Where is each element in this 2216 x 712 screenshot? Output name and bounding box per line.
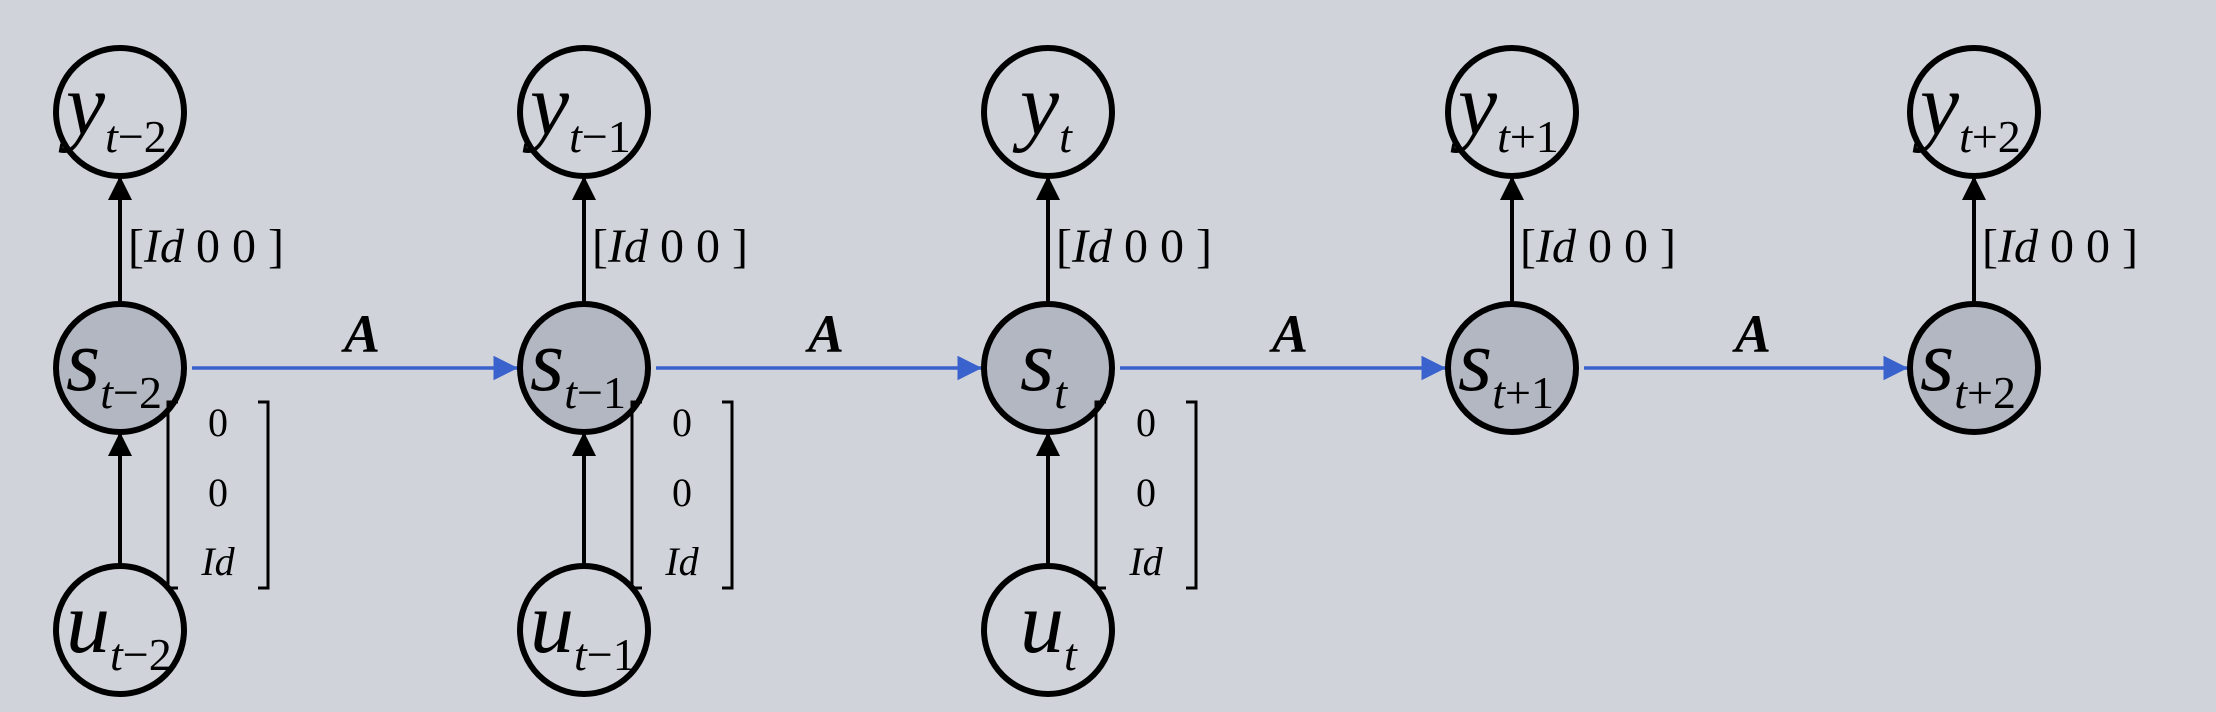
output-node-y-t-minus-2: yt−2 [53,45,187,179]
output-label: yt−1 [522,57,631,162]
matrix-entry: 0 [672,470,692,515]
matrix-entry: Id [664,539,699,584]
state-label: st+2 [1920,313,2016,418]
matrix-entry: Id [1128,539,1163,584]
output-circle [981,45,1115,179]
input-circle [981,563,1115,697]
state-label: st+1 [1458,313,1554,418]
transition-label: A [1732,304,1771,364]
input-label: ut−2 [66,575,172,680]
input-circle [53,563,187,697]
state-circle [981,301,1115,435]
output-label: yt [1012,57,1073,162]
labels-layer: [Id 0 0 ] [Id 0 0 ] [Id 0 0 ] [Id 0 0 ] [Id … [128,220,2138,590]
state-node-s-t-plus-2: st+2 [1907,301,2041,435]
output-node-y-t: yt [981,45,1115,179]
input-node-u-t-minus-1: ut−1 [517,563,651,697]
state-circle [53,301,187,435]
output-matrix-label: [Id 0 0 ] [1056,220,1212,273]
edges-layer [108,176,1986,566]
input-node-u-t-minus-2: ut−2 [53,563,187,697]
bracket-left [1094,400,1106,590]
state-node-s-t-minus-1: st−1 [517,301,651,435]
nodes-layer: yt−2 yt−1 yt yt+1 yt+2 st−2 st−1 st st+1 st+2 ut−2… [53,45,2041,697]
output-label: yt−2 [58,57,167,162]
state-circle [1907,301,2041,435]
output-circle [53,45,187,179]
transition-label: A [341,304,380,364]
input-label: ut−1 [530,575,636,680]
output-matrix-label: [Id 0 0 ] [128,220,284,273]
output-matrix-label: [Id 0 0 ] [1520,220,1676,273]
state-circle [1445,301,1579,435]
matrix-entry: 0 [672,400,692,445]
matrix-entry: 0 [208,400,228,445]
state-label: st [1020,313,1068,418]
matrix-entry: 0 [208,470,228,515]
state-label: st−1 [530,313,626,418]
output-matrix-label: [Id 0 0 ] [1982,220,2138,273]
bracket-right [1186,400,1198,590]
output-circle [1907,45,2041,179]
output-circle [517,45,651,179]
output-node-y-t-plus-1: yt+1 [1445,45,1579,179]
output-node-y-t-plus-2: yt+2 [1907,45,2041,179]
state-node-s-t-plus-1: st+1 [1445,301,1579,435]
state-label: st−2 [66,313,162,418]
bracket-left [630,400,642,590]
input-matrix-label: 0 0Id [166,400,270,590]
input-circle [517,563,651,697]
matrix-entry: 0 [1136,400,1156,445]
output-node-y-t-minus-1: yt−1 [517,45,651,179]
state-node-s-t-minus-2: st−2 [53,301,187,435]
output-matrix-label: [Id 0 0 ] [592,220,748,273]
transition-label: A [1269,304,1308,364]
bracket-left [166,400,178,590]
matrix-entry: 0 [1136,470,1156,515]
matrix-entry: Id [200,539,235,584]
bracket-right [722,400,734,590]
input-matrix-label: 0 0Id [630,400,734,590]
input-node-u-t: ut [981,563,1115,697]
transition-label: A [805,304,844,364]
bracket-right [258,400,270,590]
output-label: yt+2 [1912,57,2021,162]
input-matrix-label: 0 0Id [1094,400,1198,590]
state-circle [517,301,651,435]
output-circle [1445,45,1579,179]
input-label: ut [1020,575,1078,680]
output-label: yt+1 [1450,57,1559,162]
state-node-s-t: st [981,301,1115,435]
